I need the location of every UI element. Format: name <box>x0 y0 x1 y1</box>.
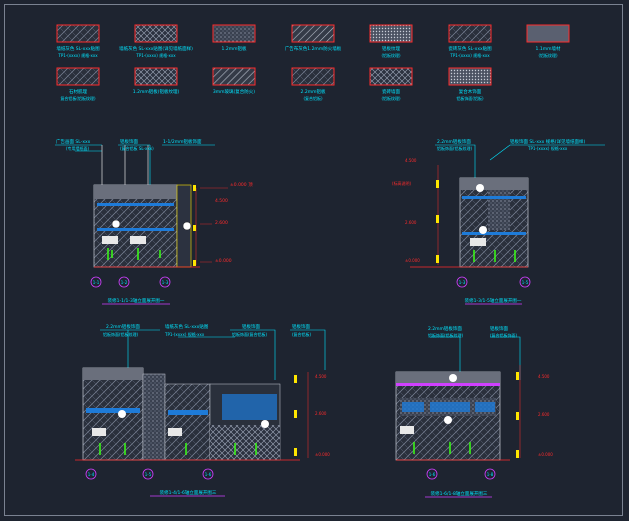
legend-row-2: 石材肌理 复合铝板(铝板纹理) 1.2mm铝板(铝板纹理) 3mm玻璃(复合防火… <box>56 67 492 101</box>
callout-text: 2.2mm铝板饰面 <box>106 323 140 330</box>
legend-swatch-9 <box>134 67 178 86</box>
legend-sublabel: (铝板纹理) <box>381 95 401 101</box>
callout-text: 2.2mm铝板饰面 <box>437 138 471 145</box>
callout-text: 铝板饰面(铝板纹理) <box>437 145 473 151</box>
level-label: (标高说明) <box>392 180 412 186</box>
legend-sublabel: TP1-(xxxx) 规格-xxx <box>135 52 176 58</box>
level-label: 2.600 <box>215 220 228 226</box>
level-label: ±0.000 <box>405 258 420 263</box>
callout-text: TP1-(xxxx) 规格-xxx <box>527 145 568 151</box>
axis-label: 1-2 <box>121 280 128 285</box>
axis-label: 1-8 <box>487 472 494 477</box>
elevation-c: 2.2mm铝板饰面 铝板饰面(铝板纹理) 墙纸灰色 SL-xxx贴图 TP1-(… <box>75 323 330 497</box>
legend-label: 1.2mm铝板 <box>222 45 247 52</box>
elevation-a: 广告画面 SL-xxx (专用墙纸面) 铝板饰面 (复合铝板 SL-xxx) 1… <box>55 138 253 305</box>
level-label: 2.600 <box>315 411 327 416</box>
legend-swatch-10 <box>212 67 256 86</box>
elevation-caption: 装修1-4/1-6轴立面展开图三 <box>160 489 217 496</box>
callout-text: 铝板饰面 <box>490 325 508 332</box>
legend-sublabel: 铝板饰面(铝板) <box>456 95 484 101</box>
axis-label: 1-3 <box>162 280 169 285</box>
legend-label: 3mm玻璃(复合防火) <box>213 88 255 95</box>
legend-swatch-7 <box>526 24 570 43</box>
legend-sublabel: (铝板纹理) <box>538 52 558 58</box>
callout-text: 广告画面 SL-xxx <box>56 138 91 145</box>
elevation-caption: 装修1-6/1-8轴立面展开图三 <box>431 490 488 497</box>
level-label: ±0.000 <box>538 452 553 457</box>
callout-text: 2.2mm铝板饰面 <box>428 325 462 332</box>
legend-sublabel: TP1-(xxxx) 规格-xxx <box>57 52 98 58</box>
legend-swatch-4 <box>291 24 335 43</box>
axis-label: 1-6 <box>205 472 212 477</box>
callout-text: 1-1/2mm铝板饰面 <box>163 138 202 145</box>
legend-swatch-12 <box>369 67 413 86</box>
legend-label: 瓷砖灰色 SL-xxx贴图 <box>448 45 492 52</box>
legend-swatch-2 <box>134 24 178 43</box>
axis-label: 1-5 <box>522 280 529 285</box>
callout-text: 铝板饰面 SL-xxx 规格(详见墙纸面样) <box>510 138 586 145</box>
legend-swatch-1 <box>56 24 100 43</box>
legend-label: 墙纸灰色 SL-xxx贴图(详见墙纸面样) <box>119 45 193 52</box>
elevation-caption: 装修1-1/1-3轴立面展开图一 <box>108 297 165 304</box>
legend-label: 石材肌理 <box>69 88 87 95</box>
drawing-frame <box>4 4 623 516</box>
legend-sublabel: TP1-(xxxx) 规格-xxx <box>449 52 490 58</box>
axis-label: 1-4 <box>88 472 95 477</box>
axis-label: 1-6 <box>429 472 436 477</box>
callout-text: 铝板饰面 <box>242 323 260 330</box>
level-label: 4.500 <box>315 374 327 379</box>
callout-text: 铝板饰面(铝板纹理) <box>103 331 139 337</box>
legend-sublabel: 复合铝板(铝板纹理) <box>60 95 96 101</box>
elevation-b: 2.2mm铝板饰面 铝板饰面(铝板纹理) 铝板饰面 SL-xxx 规格(详见墙纸… <box>392 138 605 305</box>
legend-swatch-3 <box>212 24 256 43</box>
legend-swatch-11 <box>291 67 335 86</box>
legend-swatch-6 <box>448 24 492 43</box>
legend-swatch-13 <box>448 67 492 86</box>
level-label: ±0.000 顶 <box>230 182 253 188</box>
elevation-caption: 装修1-3/1-5轴立面展开图一 <box>465 297 522 304</box>
level-label: ±0.000 <box>315 452 330 457</box>
axis-label: 1-1 <box>93 280 100 285</box>
legend-label: 复合木饰面 <box>459 88 482 95</box>
callout-text: (复合铝板) <box>292 331 312 337</box>
callout-text: 墙纸灰色 SL-xxx贴图 <box>165 323 209 330</box>
legend-label: 墙纸灰色 SL-xxx贴图 <box>56 45 100 52</box>
legend-label: 2.2mm铝板 <box>301 88 326 95</box>
level-label: 2.600 <box>538 412 550 417</box>
legend-label: 1.2mm铝板(铝板纹理) <box>133 88 180 95</box>
callout-text: TP1-(xxxx) 规格-xxx <box>164 331 205 337</box>
level-label: 4.500 <box>405 158 417 163</box>
callout-text: (复合铝板 SL-xxx) <box>120 145 154 151</box>
legend-sublabel: (复合铝板) <box>303 95 323 101</box>
level-label: ±0.000 <box>215 258 232 264</box>
level-label: 4.500 <box>215 198 228 204</box>
level-label: 4.500 <box>538 374 550 379</box>
legend-swatch-5 <box>369 24 413 43</box>
callout-text: 铝板饰面(复合铝板) <box>232 331 268 337</box>
legend-sublabel: (铝板纹理) <box>381 52 401 58</box>
callout-text: 铝板饰面(铝板纹理) <box>428 332 464 338</box>
legend-label: 铝板纹理 <box>382 45 400 52</box>
level-label: 2.600 <box>405 220 417 225</box>
legend-label: 瓷砖墙面 <box>382 88 400 95</box>
legend-swatch-8 <box>56 67 100 86</box>
axis-label: 1-5 <box>145 472 152 477</box>
callout-text: (专用墙纸面) <box>66 145 90 151</box>
elevation-d: 2.2mm铝板饰面 铝板饰面(铝板纹理) 铝板饰面 (复合铝板饰面) 4.500… <box>395 325 553 498</box>
callout-text: 铝板饰面 <box>120 138 138 145</box>
legend-label: 1.1mm墙材 <box>536 45 561 52</box>
axis-label: 1-3 <box>459 280 466 285</box>
legend-row-1: 墙纸灰色 SL-xxx贴图 TP1-(xxxx) 规格-xxx 墙纸灰色 SL-… <box>56 24 570 58</box>
legend-label: 广告布灰色1.2mm防火墙板 <box>285 45 342 52</box>
callout-text: 铝板饰面 <box>292 323 310 330</box>
callout-text: (复合铝板饰面) <box>490 332 518 338</box>
